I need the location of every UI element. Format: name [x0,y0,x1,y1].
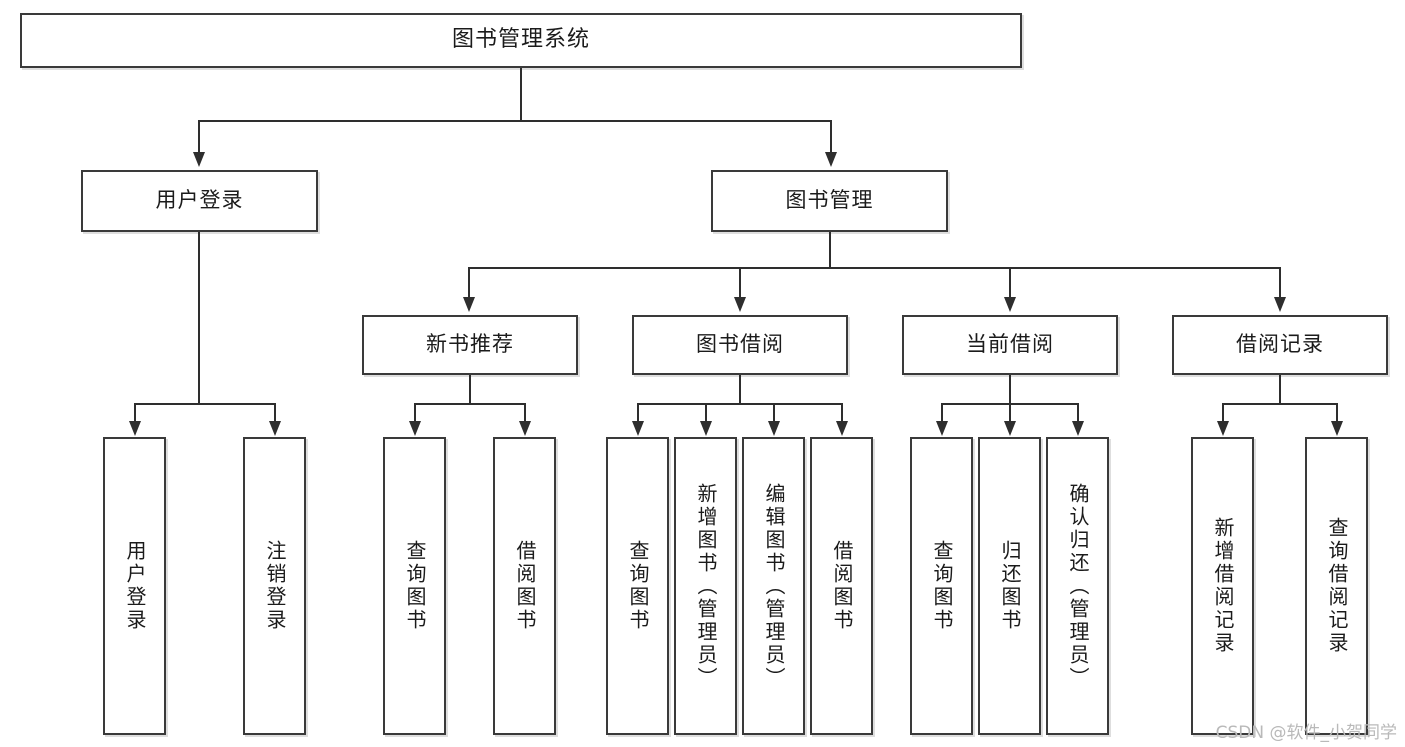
leaf-current-borrow-0[interactable]: 查询图书 [910,437,973,735]
connector-root-stem [520,68,522,121]
connector-to-borrow-record [1279,267,1281,298]
arrowhead-cb-child-1 [1004,421,1016,436]
node-new-book-recommend[interactable]: 新书推荐 [362,315,578,375]
connector-to-book-management [830,120,832,153]
leaf-current-borrow-1[interactable]: 归还图书 [978,437,1041,735]
connector-br-child-0 [1222,403,1224,422]
arrowhead-to-book-management [825,152,837,167]
node-label: 编辑图书（管理员） [762,482,786,690]
leaf-new-book-recommend-1[interactable]: 借阅图书 [493,437,556,735]
arrowhead-br-child-0 [1217,421,1229,436]
connector-new-book-recommend-stem [469,375,471,404]
node-borrow-record[interactable]: 借阅记录 [1172,315,1388,375]
connector-user-login-stem [198,232,200,404]
connector-bb-child-0 [637,403,639,422]
node-label: 用户登录 [155,188,244,213]
node-root-book-management-system[interactable]: 图书管理系统 [20,13,1022,68]
node-label: 查询图书 [403,540,427,632]
arrowhead-cb-child-0 [936,421,948,436]
node-label: 新增借阅记录 [1211,517,1235,655]
node-label: 新书推荐 [426,332,514,357]
connector-user-login-bar [134,403,276,405]
connector-current-borrow-stem [1009,375,1011,404]
arrowhead-to-book-borrow [734,297,746,312]
connector-borrow-record-stem [1279,375,1281,404]
node-book-borrow[interactable]: 图书借阅 [632,315,848,375]
connector-book-borrow-stem [739,375,741,404]
leaf-book-borrow-0[interactable]: 查询图书 [606,437,669,735]
connector-cb-child-0 [941,403,943,422]
leaf-book-borrow-2[interactable]: 编辑图书（管理员） [742,437,805,735]
arrowhead-to-leaf-user-login [129,421,141,436]
connector-book-management-stem [829,232,831,268]
leaf-user-login-0[interactable]: 用户登录 [103,437,166,735]
node-label: 图书管理系统 [451,27,590,53]
node-book-management[interactable]: 图书管理 [711,170,948,232]
connector-to-user-login [198,120,200,153]
connector-nbr-child-0 [414,403,416,422]
arrowhead-to-borrow-record [1274,297,1286,312]
connector-bb-child-2 [773,403,775,422]
leaf-book-borrow-1[interactable]: 新增图书（管理员） [674,437,737,735]
connector-new-book-recommend-bar [414,403,526,405]
arrowhead-cb-child-2 [1072,421,1084,436]
node-label: 归还图书 [998,540,1022,632]
node-label: 查询借阅记录 [1325,517,1349,655]
connector-cb-child-1 [1009,403,1011,422]
node-label: 借阅记录 [1236,332,1324,357]
node-label: 新增图书（管理员） [694,482,718,690]
node-label: 图书借阅 [696,332,784,357]
node-current-borrow[interactable]: 当前借阅 [902,315,1118,375]
connector-level3-bar [468,267,1280,269]
arrowhead-to-new-book-recommend [463,297,475,312]
arrowhead-to-leaf-logout [269,421,281,436]
arrowhead-to-current-borrow [1004,297,1016,312]
node-user-login[interactable]: 用户登录 [81,170,318,232]
connector-cb-child-2 [1077,403,1079,422]
node-label: 确认归还（管理员） [1066,482,1090,690]
leaf-current-borrow-2[interactable]: 确认归还（管理员） [1046,437,1109,735]
connector-to-book-borrow [739,267,741,298]
arrowhead-bb-child-0 [632,421,644,436]
arrowhead-bb-child-1 [700,421,712,436]
node-label: 借阅图书 [830,540,854,632]
leaf-book-borrow-3[interactable]: 借阅图书 [810,437,873,735]
node-label: 注销登录 [263,540,287,632]
watermark-text: CSDN @软件_小贺同学 [1215,723,1397,743]
leaf-new-book-recommend-0[interactable]: 查询图书 [383,437,446,735]
node-label: 借阅图书 [513,540,537,632]
connector-to-leaf-logout [274,403,276,422]
node-label: 用户登录 [123,540,147,632]
node-label: 查询图书 [626,540,650,632]
arrowhead-br-child-1 [1331,421,1343,436]
arrowhead-nbr-child-1 [519,421,531,436]
leaf-borrow-record-0[interactable]: 新增借阅记录 [1191,437,1254,735]
connector-br-child-1 [1336,403,1338,422]
arrowhead-bb-child-3 [836,421,848,436]
connector-nbr-child-1 [524,403,526,422]
leaf-user-login-1[interactable]: 注销登录 [243,437,306,735]
connector-borrow-record-bar [1222,403,1338,405]
node-label: 当前借阅 [966,332,1054,357]
connector-to-new-book-recommend [468,267,470,298]
connector-bb-child-3 [841,403,843,422]
node-label: 查询图书 [930,540,954,632]
leaf-borrow-record-1[interactable]: 查询借阅记录 [1305,437,1368,735]
connector-to-leaf-user-login [134,403,136,422]
arrowhead-nbr-child-0 [409,421,421,436]
arrowhead-to-user-login [193,152,205,167]
node-label: 图书管理 [785,188,874,213]
arrowhead-bb-child-2 [768,421,780,436]
connector-bb-child-1 [705,403,707,422]
connector-book-borrow-bar [637,403,843,405]
connector-level2-bar [198,120,832,122]
connector-to-current-borrow [1009,267,1011,298]
